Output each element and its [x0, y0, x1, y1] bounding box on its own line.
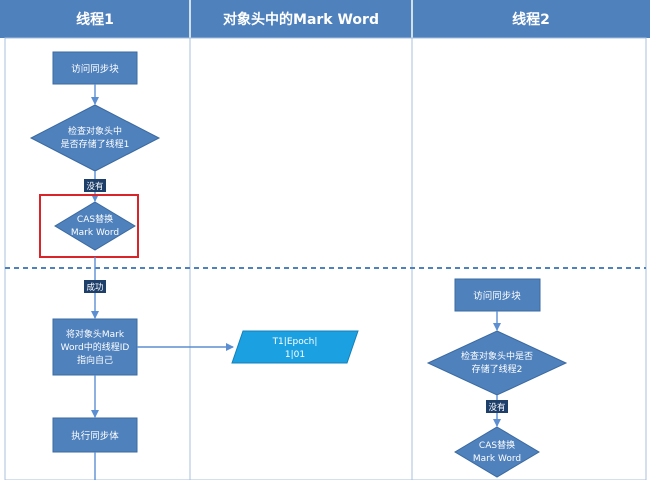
t1-check-label-line1: 检查对象头中: [68, 125, 122, 137]
lane-header-bar: [0, 0, 650, 38]
t2-no-tag: [486, 400, 508, 413]
markword-line1: T1|Epoch|: [272, 337, 318, 347]
t2-cas-decision: [454, 426, 540, 478]
t2-check-label-line2: 存储了线程2: [472, 363, 523, 375]
t1-success-tag: [84, 280, 106, 293]
t1-exec-sync-node: [52, 417, 138, 453]
t1-cas-label-line2: Mark Word: [71, 228, 119, 238]
t1-access-sync-label: 访问同步块: [71, 63, 119, 75]
markword-line2: 1|01: [285, 350, 305, 360]
t2-cas-label-line2: Mark Word: [473, 454, 521, 464]
t1-check-decision: [29, 104, 161, 172]
t1-no-label: 没有: [86, 181, 103, 192]
t1-check-label-line2: 是否存储了线程1: [61, 138, 130, 150]
t1-cas-highlight-box: [39, 194, 139, 258]
t1-no-tag: [84, 179, 106, 192]
t1-cas-label-line1: CAS替换: [77, 213, 113, 225]
t1-success-label: 成功: [86, 282, 103, 293]
t2-no-label: 没有: [488, 402, 505, 413]
t2-access-sync-label: 访问同步块: [473, 290, 521, 302]
markword-data-node: [231, 330, 359, 364]
t1-set-id-line2: Word中的线程ID: [61, 341, 130, 353]
t2-check-decision: [426, 330, 568, 396]
t2-cas-label-line1: CAS替换: [479, 439, 515, 451]
lane-frame: [4, 37, 647, 481]
t1-access-sync-node: [52, 51, 138, 85]
t1-set-id-line3: 指向自己: [77, 354, 113, 366]
t1-set-id-line1: 将对象头Mark: [66, 328, 125, 340]
lane-title-thread1: 线程1: [76, 11, 114, 28]
t1-cas-decision: [54, 201, 136, 251]
lane-title-markword: 对象头中的Mark Word: [223, 11, 379, 28]
t1-exec-sync-label: 执行同步体: [71, 430, 119, 442]
lane-title-thread2: 线程2: [512, 11, 550, 28]
t2-check-label-line1: 检查对象头中是否: [461, 350, 533, 362]
